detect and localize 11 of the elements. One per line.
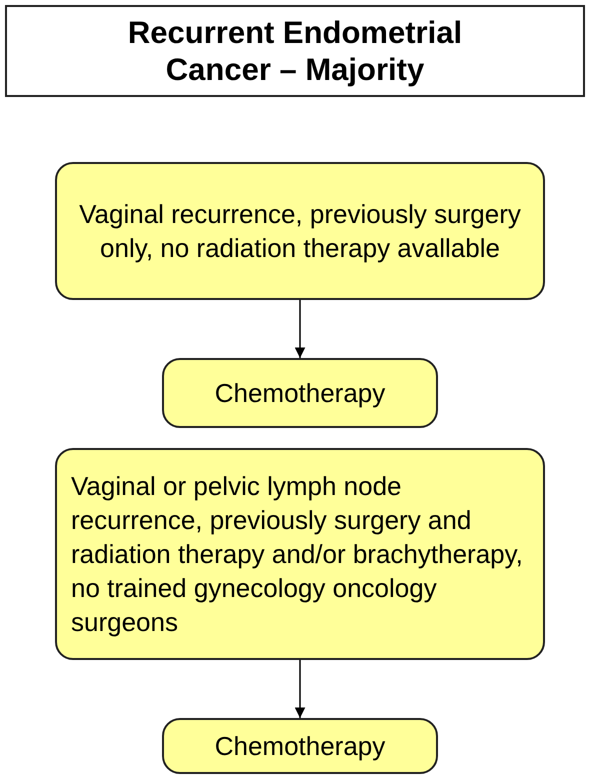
- process-box: [55, 162, 545, 300]
- box-text: Vaginal recurrence, previously surgery only, no radiation therapy avallable: [78, 198, 522, 265]
- box-text: Chemotherapy: [214, 730, 386, 763]
- arrow: [294, 300, 306, 358]
- box-text: Chemotherapy: [214, 377, 386, 410]
- process-box: [55, 448, 545, 660]
- process-box: [162, 358, 438, 428]
- box-text: Vaginal or pelvic lymph node recurrence, previously surgery and radiation therapy and/or brachytherapy, no trained gynecology oncology surgeons: [71, 470, 524, 639]
- title-text: Recurrent Endometrial Cancer – Majority: [126, 14, 464, 88]
- process-box: [162, 718, 438, 774]
- arrow: [294, 660, 306, 718]
